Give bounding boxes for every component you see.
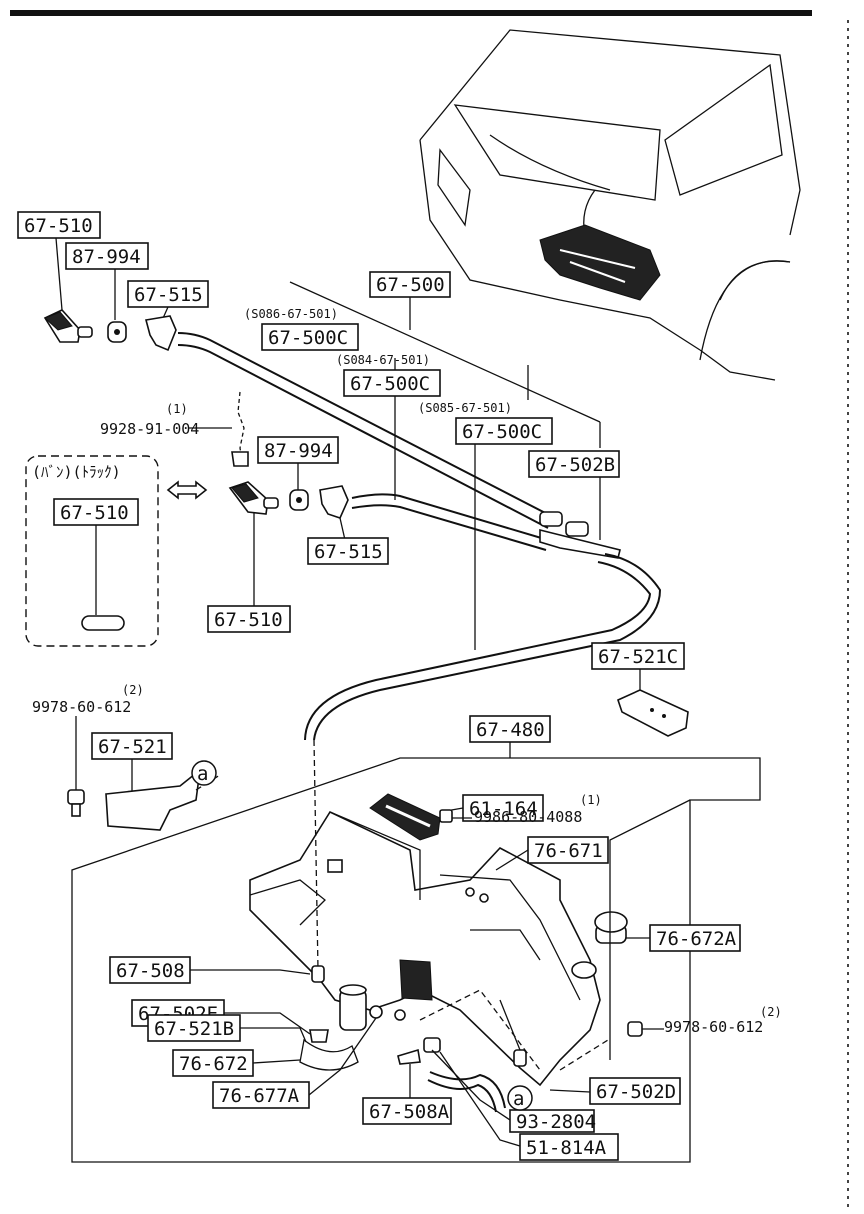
part-93-2804: 93-2804: [516, 1111, 596, 1133]
variant-label: (ﾊﾞﾝ)(ﾄﾗｯｸ): [32, 463, 121, 481]
nozzle-group-middle: (1) 9928-91-004 87-994 67-515 67-510: [100, 391, 389, 633]
svg-text:a: a: [513, 1088, 524, 1110]
svg-text:(2): (2): [122, 683, 144, 697]
bracket-group-right: 67-521C: [591, 642, 689, 737]
ref-circle-a-1: [191, 760, 217, 786]
bolt-9928-91-004: 9928-91-004: [100, 420, 199, 438]
bolt-9978-60-612-left: 9978-60-612: [32, 698, 131, 716]
note-s084: (S084-67-501): [336, 353, 430, 367]
ref-circle-a-2: [507, 1085, 533, 1111]
part-67-521c: 67-521C: [598, 646, 678, 668]
part-67-500c-1: 67-500C: [268, 327, 348, 349]
vehicle-sketch: [419, 29, 801, 381]
part-76-671: 76-671: [534, 840, 603, 862]
svg-text:(2): (2): [760, 1005, 782, 1019]
bracket-group-left: (2) 9978-60-612 67-521 a: [32, 683, 221, 831]
part-67-521b: 67-521B: [154, 1018, 234, 1040]
bolt-9986-80-4088: 9986-80-4088: [474, 808, 582, 826]
part-67-480: 67-480: [476, 719, 545, 741]
part-67-502b: 67-502B: [535, 454, 615, 476]
washer-pump-icon: [339, 989, 367, 1031]
svg-text:a: a: [197, 763, 208, 785]
bolt-9978-60-612-right: 9978-60-612: [664, 1018, 763, 1036]
part-67-510-mid: 67-510: [214, 609, 283, 631]
hose-labels: 67-500 (S086-67-501) 67-500C (S084-67-50…: [244, 271, 620, 478]
bracket-icon: [617, 689, 689, 737]
plug-icon: [81, 615, 125, 631]
part-76-672: 76-672: [179, 1053, 248, 1075]
part-76-672a: 76-672A: [656, 928, 737, 950]
part-67-521: 67-521: [98, 736, 167, 758]
svg-text:(1): (1): [580, 793, 602, 807]
bolt-icon: [627, 1021, 643, 1037]
part-87-994-mid: 87-994: [264, 440, 333, 462]
part-67-508a: 67-508A: [369, 1101, 450, 1123]
part-67-510-variant: 67-510: [60, 502, 129, 524]
bracket-icon: [105, 768, 202, 831]
svg-text:(1): (1): [166, 402, 188, 416]
clip-icon: [145, 315, 177, 352]
part-61-164: 61-164: [469, 798, 538, 820]
nozzle-group-top: 67-510 87-994 67-515: [17, 211, 209, 352]
part-67-515-top: 67-515: [134, 284, 203, 306]
variant-box: (ﾊﾞﾝ)(ﾄﾗｯｸ) 67-510: [25, 455, 208, 647]
top-border: [10, 10, 812, 16]
part-87-994-top: 87-994: [72, 246, 141, 268]
part-67-502d: 67-502D: [596, 1081, 676, 1103]
hose-assembly: [177, 281, 662, 741]
part-67-500c-2: 67-500C: [350, 373, 430, 395]
part-67-515-mid: 67-515: [314, 541, 383, 563]
part-51-814a: 51-814A: [526, 1137, 607, 1159]
clip-icon: [319, 485, 349, 519]
bolt-icon: [67, 789, 85, 805]
part-67-508: 67-508: [116, 960, 185, 982]
label-box-p1: [17, 211, 101, 239]
part-76-677a: 76-677A: [219, 1085, 300, 1107]
note-s086: (S086-67-501): [244, 307, 338, 321]
double-arrow-icon: [166, 480, 208, 500]
tank-assembly: 67-480 61-164 (1) 9986-80-4088 76-671 76…: [71, 715, 782, 1163]
part-67-510-top: 67-510: [24, 215, 93, 237]
part-67-500: 67-500: [376, 274, 445, 296]
part-67-500c-3: 67-500C: [462, 421, 542, 443]
note-s085: (S085-67-501): [418, 401, 512, 415]
